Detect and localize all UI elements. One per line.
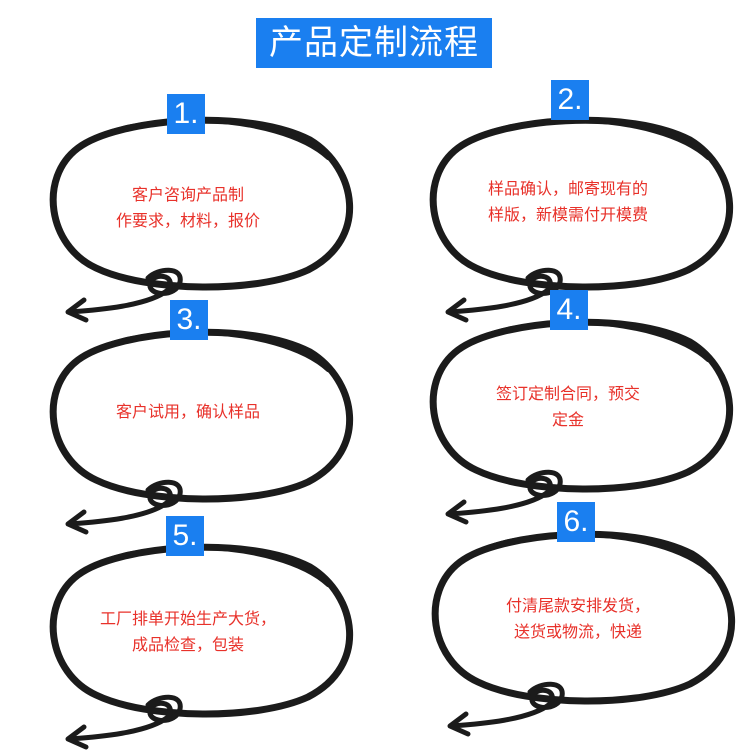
step-5-line-2: 成品检查，包装 <box>131 635 244 654</box>
step-1-text: 客户咨询产品制 作要求，材料，报价 <box>88 182 288 234</box>
step-3-number: 3. <box>170 300 208 340</box>
page-title: 产品定制流程 <box>256 18 492 68</box>
step-6-number: 6. <box>557 502 595 542</box>
step-5-line-1: 工厂排单开始生产大货， <box>99 609 276 628</box>
step-2-number: 2. <box>551 80 589 120</box>
step-1-line-2: 作要求，材料，报价 <box>115 211 260 230</box>
step-3-text: 客户试用，确认样品 <box>78 399 298 425</box>
step-2-line-2: 样版，新模需付开模费 <box>487 205 648 224</box>
step-4-number: 4. <box>550 290 588 330</box>
step-6-line-1: 付清尾款安排发货， <box>505 596 650 615</box>
step-5-text: 工厂排单开始生产大货， 成品检查，包装 <box>78 606 298 658</box>
bubble-step-3 <box>53 332 349 532</box>
step-1-line-1: 客户咨询产品制 <box>131 185 244 204</box>
step-1-number: 1. <box>167 94 205 134</box>
step-4-line-1: 签订定制合同，预交 <box>495 384 640 403</box>
step-4-line-2: 定金 <box>551 410 584 429</box>
step-3-line-1: 客户试用，确认样品 <box>115 402 260 421</box>
step-2-line-1: 样品确认，邮寄现有的 <box>487 179 648 198</box>
step-6-text: 付清尾款安排发货， 送货或物流，快递 <box>478 593 678 645</box>
step-6-line-2: 送货或物流，快递 <box>513 622 642 641</box>
step-2-text: 样品确认，邮寄现有的 样版，新模需付开模费 <box>458 176 678 228</box>
step-4-text: 签订定制合同，预交 定金 <box>468 381 668 433</box>
step-5-number: 5. <box>166 516 204 556</box>
